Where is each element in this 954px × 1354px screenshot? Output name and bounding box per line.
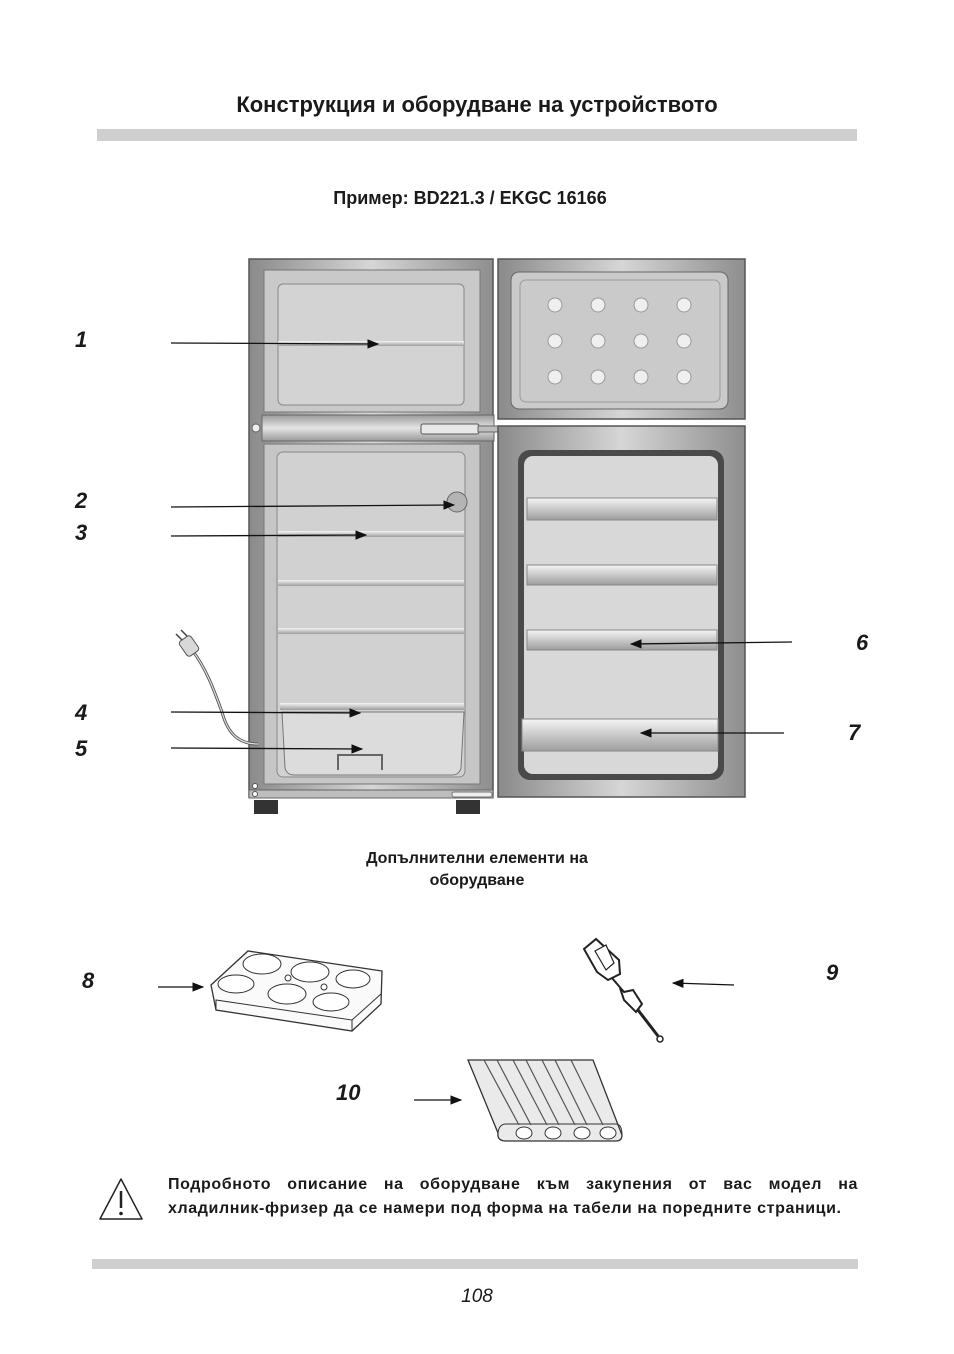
callout-9: 9 — [826, 960, 839, 985]
open-doors — [497, 258, 746, 798]
top-divider — [97, 129, 857, 141]
callout-4: 4 — [75, 700, 88, 725]
callout-1: 1 — [75, 327, 88, 352]
page-number: 108 — [461, 1286, 493, 1307]
callout-7: 7 — [848, 720, 861, 745]
bottle-rack-accessory — [467, 1059, 623, 1142]
extras-line-2: оборудване — [429, 872, 525, 889]
extras-heading: Допълнителни елементи на оборудване — [0, 848, 954, 892]
bottom-divider — [92, 1259, 858, 1269]
warning-icon — [99, 1178, 143, 1220]
callout-arrows — [158, 339, 793, 1105]
egg-tray-accessory — [210, 950, 383, 1032]
callout-10: 10 — [336, 1080, 361, 1105]
equipment-note: Подробното описание на оборудване към за… — [168, 1176, 858, 1217]
extras-line-1: Допълнителни елементи на — [366, 850, 588, 867]
callout-5: 5 — [75, 736, 88, 761]
example-model-label: Пример: BD221.3 / EKGC 16166 — [333, 188, 607, 208]
callout-3: 3 — [75, 520, 88, 545]
page-title: Конструкция и оборудване на устройството — [236, 92, 718, 117]
ice-scraper-accessory — [582, 937, 664, 1043]
callout-2: 2 — [75, 488, 88, 513]
callout-8: 8 — [82, 968, 95, 993]
fridge-cabinet — [175, 258, 501, 814]
callout-6: 6 — [856, 630, 869, 655]
